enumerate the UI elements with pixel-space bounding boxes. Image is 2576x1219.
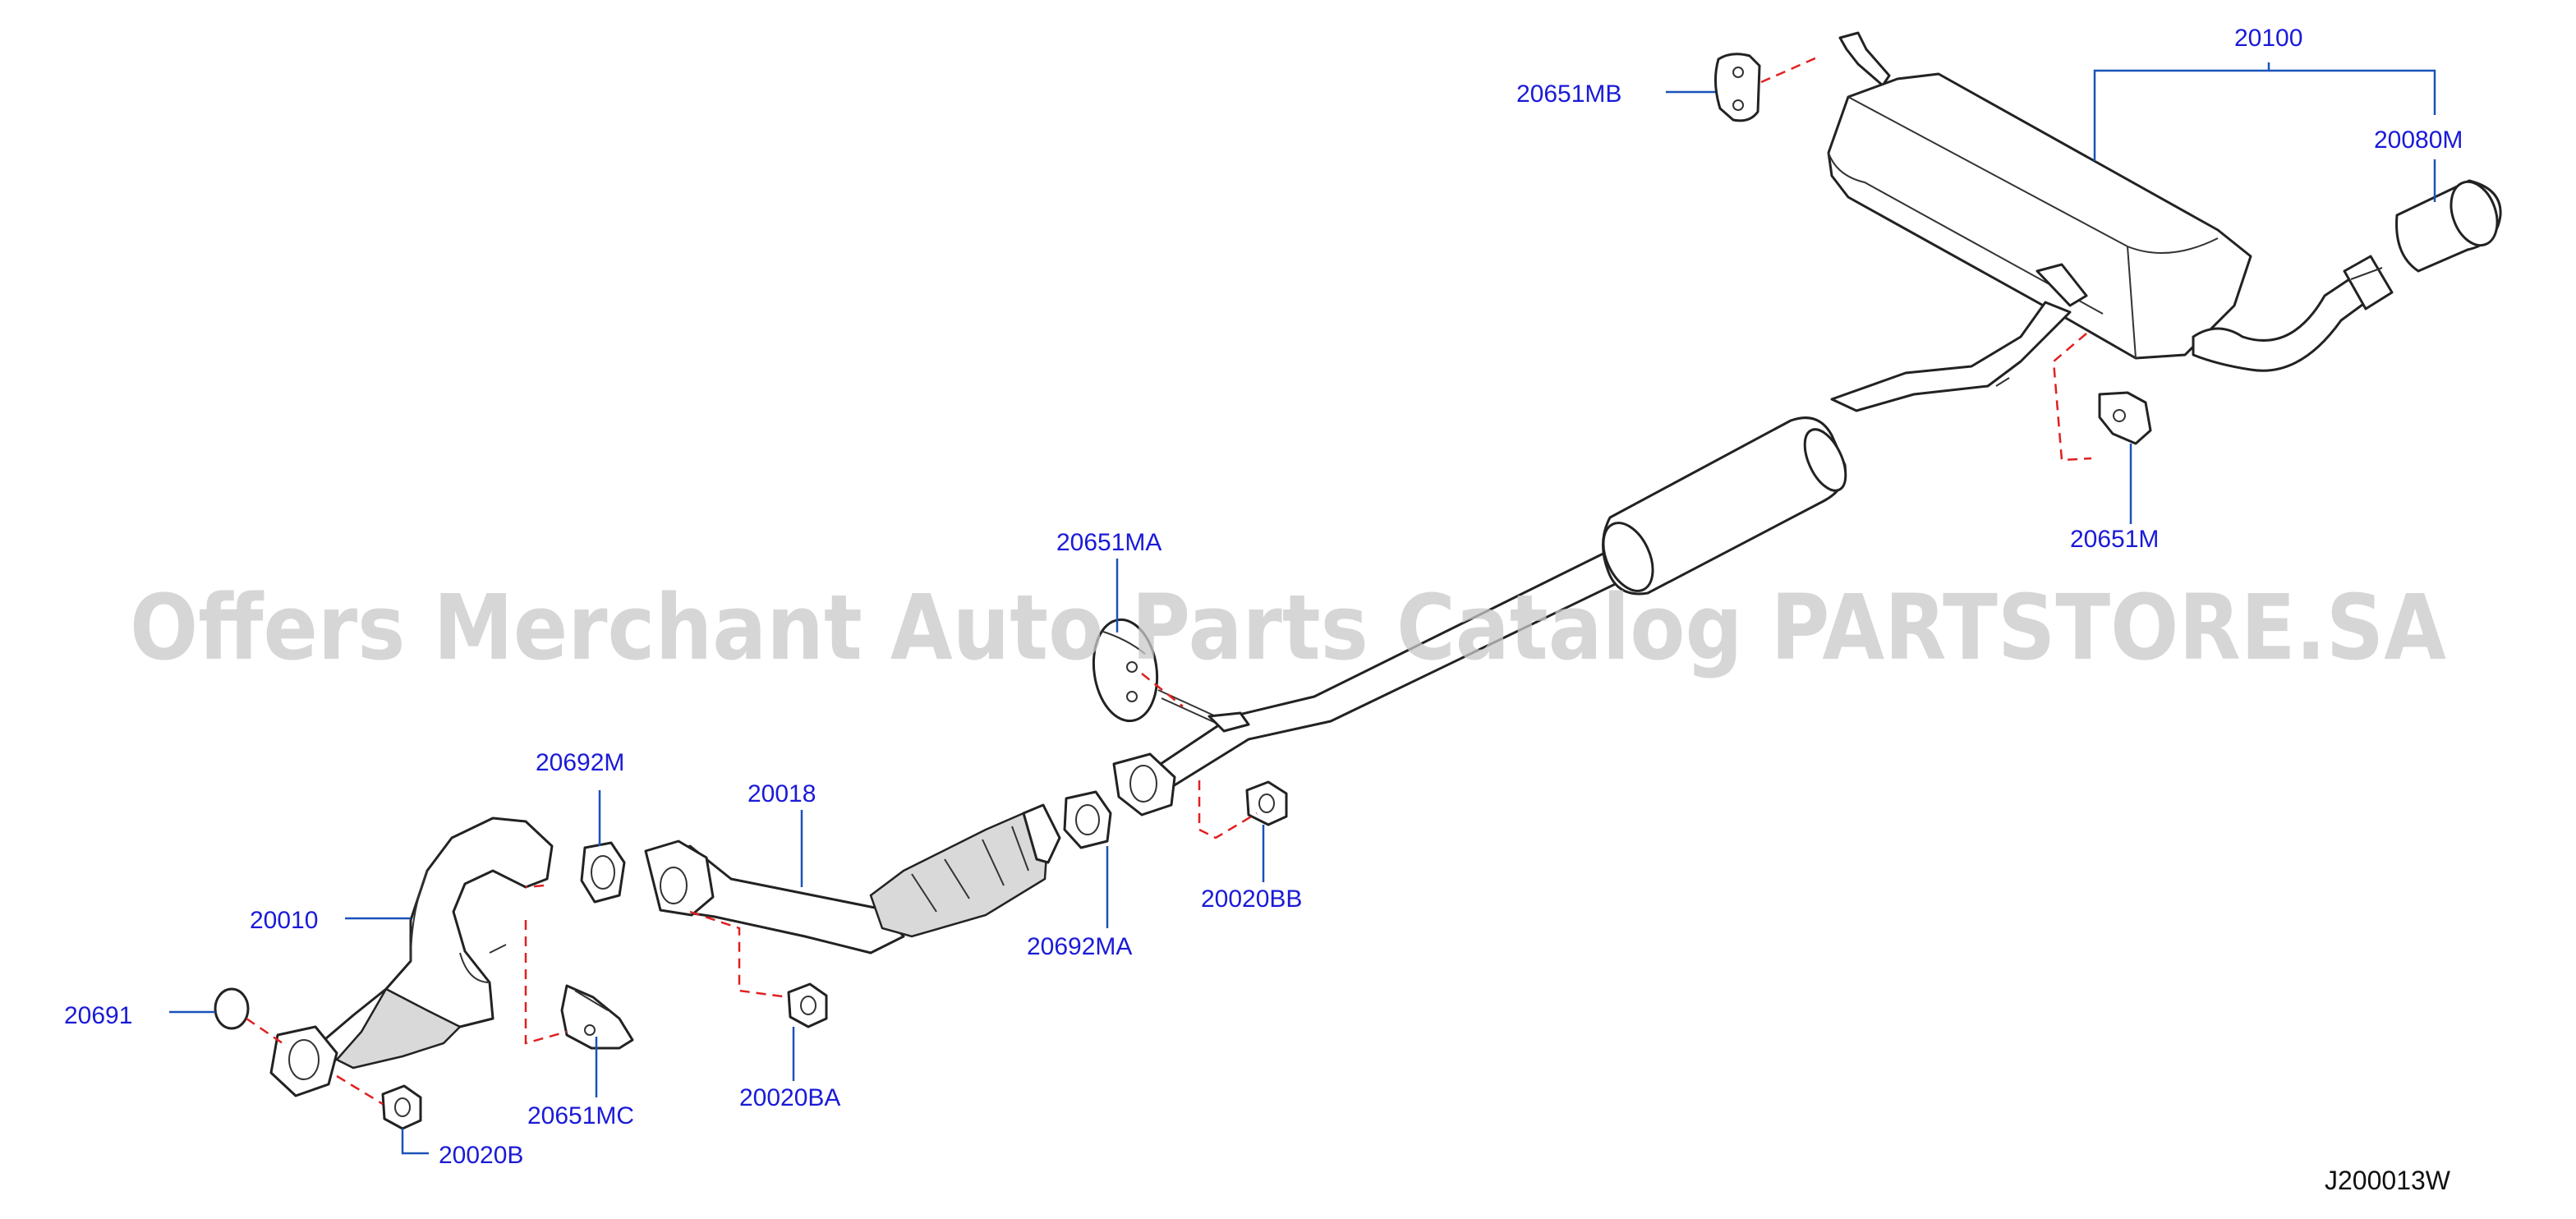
nut-20020B [381, 1084, 422, 1130]
label-20010[interactable]: 20010 [250, 907, 318, 934]
front-tube-catalyst-20018 [644, 803, 1061, 954]
gasket-ring-20691 [214, 987, 250, 1030]
label-20692M[interactable]: 20692M [536, 749, 624, 776]
label-20651MA[interactable]: 20651MA [1056, 529, 1162, 556]
rubber-hanger-20651MB [1714, 53, 1761, 122]
watermark-text: Offers Merchant Auto Parts Catalog PARTS… [130, 575, 2446, 680]
label-20020BB[interactable]: 20020BB [1201, 886, 1302, 913]
front-exhaust-pipe-20010 [269, 816, 554, 1097]
part-labels: 20100 20651MB 20080M 20651M 20651MA 2069… [64, 25, 2463, 1169]
label-20018[interactable]: 20018 [748, 780, 816, 807]
label-20651MB[interactable]: 20651MB [1516, 80, 1622, 108]
label-20080M[interactable]: 20080M [2374, 126, 2463, 154]
dashed-assembly-guides [246, 56, 2092, 1106]
label-20100[interactable]: 20100 [2234, 25, 2302, 52]
label-20651M[interactable]: 20651M [2070, 526, 2159, 553]
label-20020BA[interactable]: 20020BA [739, 1084, 840, 1111]
label-20020B[interactable]: 20020B [439, 1142, 523, 1169]
label-20691[interactable]: 20691 [64, 1002, 132, 1029]
leader-lines [169, 62, 2436, 1155]
label-20651MC[interactable]: 20651MC [527, 1102, 634, 1129]
drawing-code: J200013W [2325, 1166, 2451, 1195]
nut-20020BA [787, 982, 828, 1028]
rubber-hanger-20651MA [1092, 618, 1159, 723]
gasket-20692MA [1063, 790, 1112, 849]
center-pipe-and-muffler [1112, 416, 1847, 816]
gasket-20692M [580, 841, 626, 904]
rear-muffler-20100 [1827, 31, 2394, 412]
nut-20020BB [1245, 780, 1288, 826]
label-20692MA[interactable]: 20692MA [1027, 933, 1132, 960]
rubber-hanger-20651M [2098, 391, 2152, 445]
exhaust-finisher-20080M [2395, 179, 2502, 273]
rubber-hanger-20651MC [560, 984, 634, 1050]
